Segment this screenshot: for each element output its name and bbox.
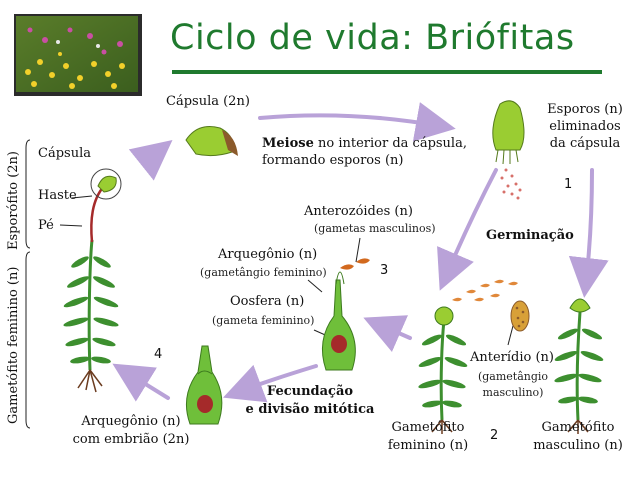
step-number-3: 3 [380, 263, 389, 278]
label-esporos-line2: eliminados [549, 119, 621, 134]
label-arquegonio-embriao-line2: com embrião (2n) [72, 432, 190, 447]
archegonium-embryo-drawing [185, 345, 223, 425]
anterozoide-drawing [340, 258, 370, 270]
label-esporofito-2n-vertical: Esporófito (2n) [6, 151, 21, 250]
label-meiose-rest: no interior da cápsula, [313, 136, 467, 151]
archegonium-drawing [321, 271, 356, 371]
swimming-anterozoides [452, 279, 518, 302]
label-gametangio-feminino: (gametângio feminino) [200, 266, 327, 279]
step-number-1: 1 [564, 177, 573, 192]
label-capsula-2n: Cápsula (2n) [166, 94, 250, 109]
label-haste: Haste [38, 188, 77, 203]
label-arquegonio-embriao-line1: Arquegônio (n) [81, 414, 181, 429]
open-capsule-drawing [492, 100, 525, 200]
label-oosfera: Oosfera (n) [230, 294, 305, 309]
label-arquegonio: Arquegônio (n) [218, 247, 318, 262]
title-underline [172, 70, 602, 74]
label-gametofito-masculino-line2: masculino (n) [533, 438, 623, 453]
flower-photo [14, 14, 142, 96]
female-gametophyte-drawing [418, 306, 468, 434]
label-gametofito-masculino-line1: Gametófito [541, 420, 615, 435]
label-anterozoides: Anterozóides (n) [304, 204, 413, 219]
label-fecundacao-line1: Fecundação [266, 384, 354, 399]
label-gametofito-feminino-vertical: Gametófito feminino (n) [6, 266, 21, 424]
page-title: Ciclo de vida: Briófitas [170, 18, 575, 58]
male-gametophyte-drawing [554, 298, 604, 434]
label-gametofito-feminino-line2: feminino (n) [387, 438, 469, 453]
label-meiose-line2: formando esporos (n) [262, 153, 404, 168]
label-pe: Pé [38, 218, 54, 233]
label-germinacao: Germinação [486, 228, 574, 243]
label-esporos-line1: Esporos (n) [547, 102, 623, 117]
label-fecundacao-line2: e divisão mitótica [245, 402, 375, 417]
label-capsula: Cápsula [38, 146, 91, 161]
label-anteridio: Anterídio (n) [470, 350, 555, 365]
step-number-4: 4 [154, 347, 163, 362]
capsule-drawing [185, 126, 238, 157]
label-gametangio-masculino-line1: (gametângio [477, 370, 549, 383]
label-gametangio-masculino-line2: masculino) [482, 386, 544, 399]
antheridium-drawing [510, 300, 530, 332]
label-gametas-masculinos: (gametas masculinos) [314, 222, 436, 235]
step-number-2: 2 [490, 428, 499, 443]
left-brackets [25, 139, 31, 429]
label-esporos-line3: da cápsula [549, 136, 621, 151]
left-moss-plant [63, 168, 122, 393]
label-gametofito-feminino-line1: Gametófito [391, 420, 465, 435]
label-meiose: Meiose no interior da cápsula, [262, 136, 467, 151]
cycle-arrows [112, 102, 609, 403]
label-meiose-bold: Meiose [262, 136, 314, 151]
label-gameta-feminino: (gameta feminino) [212, 314, 315, 327]
